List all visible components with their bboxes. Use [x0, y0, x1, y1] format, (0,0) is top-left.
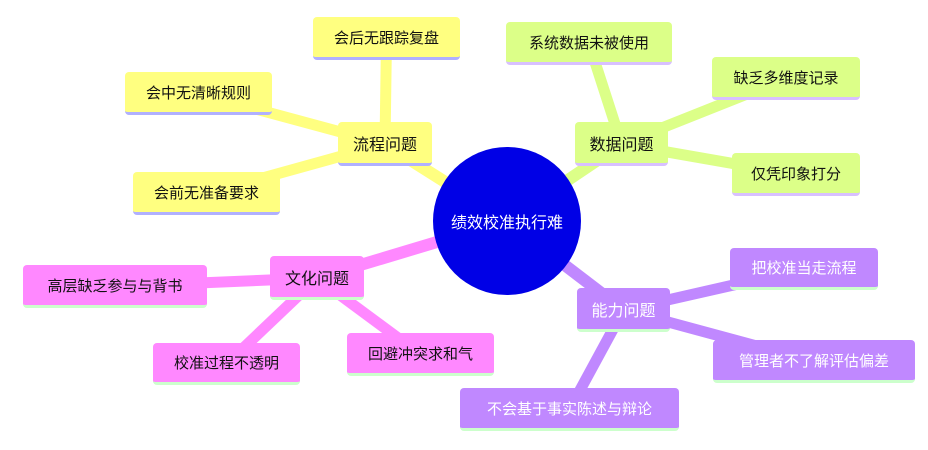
leaf-node-data[interactable]: 缺乏多维度记录 [712, 57, 860, 100]
branch-node-ability[interactable]: 能力问题 [577, 288, 670, 332]
branch-node-data[interactable]: 数据问题 [575, 122, 668, 166]
branch-node-data-label: 数据问题 [589, 134, 654, 154]
leaf-node-culture-label: 校准过程不透明 [173, 354, 279, 372]
leaf-node-data-label: 仅凭印象打分 [750, 164, 841, 183]
central-topic[interactable]: 绩效校准执行难 [433, 147, 581, 295]
branch-node-culture[interactable]: 文化问题 [270, 256, 364, 300]
central-topic-label: 绩效校准执行难 [450, 213, 563, 232]
leaf-node-data[interactable]: 仅凭印象打分 [732, 153, 860, 196]
leaf-node-ability-label: 不会基于事实陈述与辩论 [486, 399, 652, 418]
leaf-node-data-label: 缺乏多维度记录 [733, 68, 839, 87]
leaf-node-process-label: 会后无跟踪复盘 [333, 28, 439, 47]
leaf-node-process[interactable]: 会前无准备要求 [133, 172, 280, 215]
branch-node-ability-label: 能力问题 [591, 300, 656, 320]
branch-node-culture-label: 文化问题 [284, 268, 349, 288]
leaf-node-ability-label: 把校准当走流程 [751, 259, 857, 277]
leaf-node-process-label: 会前无准备要求 [153, 183, 259, 202]
leaf-node-ability-label: 管理者不了解评估偏差 [738, 351, 889, 370]
leaf-node-ability[interactable]: 管理者不了解评估偏差 [713, 340, 915, 383]
leaf-node-process[interactable]: 会后无跟踪复盘 [313, 17, 460, 60]
branch-node-process-label: 流程问题 [352, 134, 417, 154]
leaf-node-culture-label: 高层缺乏参与与背书 [47, 276, 183, 295]
branch-node-process[interactable]: 流程问题 [338, 122, 432, 166]
leaf-node-data[interactable]: 系统数据未被使用 [506, 22, 672, 65]
leaf-node-process-label: 会中无清晰规则 [145, 83, 251, 102]
leaf-node-data-label: 系统数据未被使用 [528, 33, 649, 52]
leaf-node-ability[interactable]: 把校准当走流程 [730, 248, 878, 290]
leaf-node-culture[interactable]: 高层缺乏参与与背书 [23, 265, 207, 308]
leaf-node-process[interactable]: 会中无清晰规则 [125, 72, 272, 115]
leaf-node-culture-label: 回避冲突求和气 [367, 344, 473, 363]
leaf-node-culture[interactable]: 回避冲突求和气 [347, 333, 494, 376]
leaf-node-ability[interactable]: 不会基于事实陈述与辩论 [460, 388, 679, 431]
leaf-node-culture[interactable]: 校准过程不透明 [153, 343, 300, 385]
